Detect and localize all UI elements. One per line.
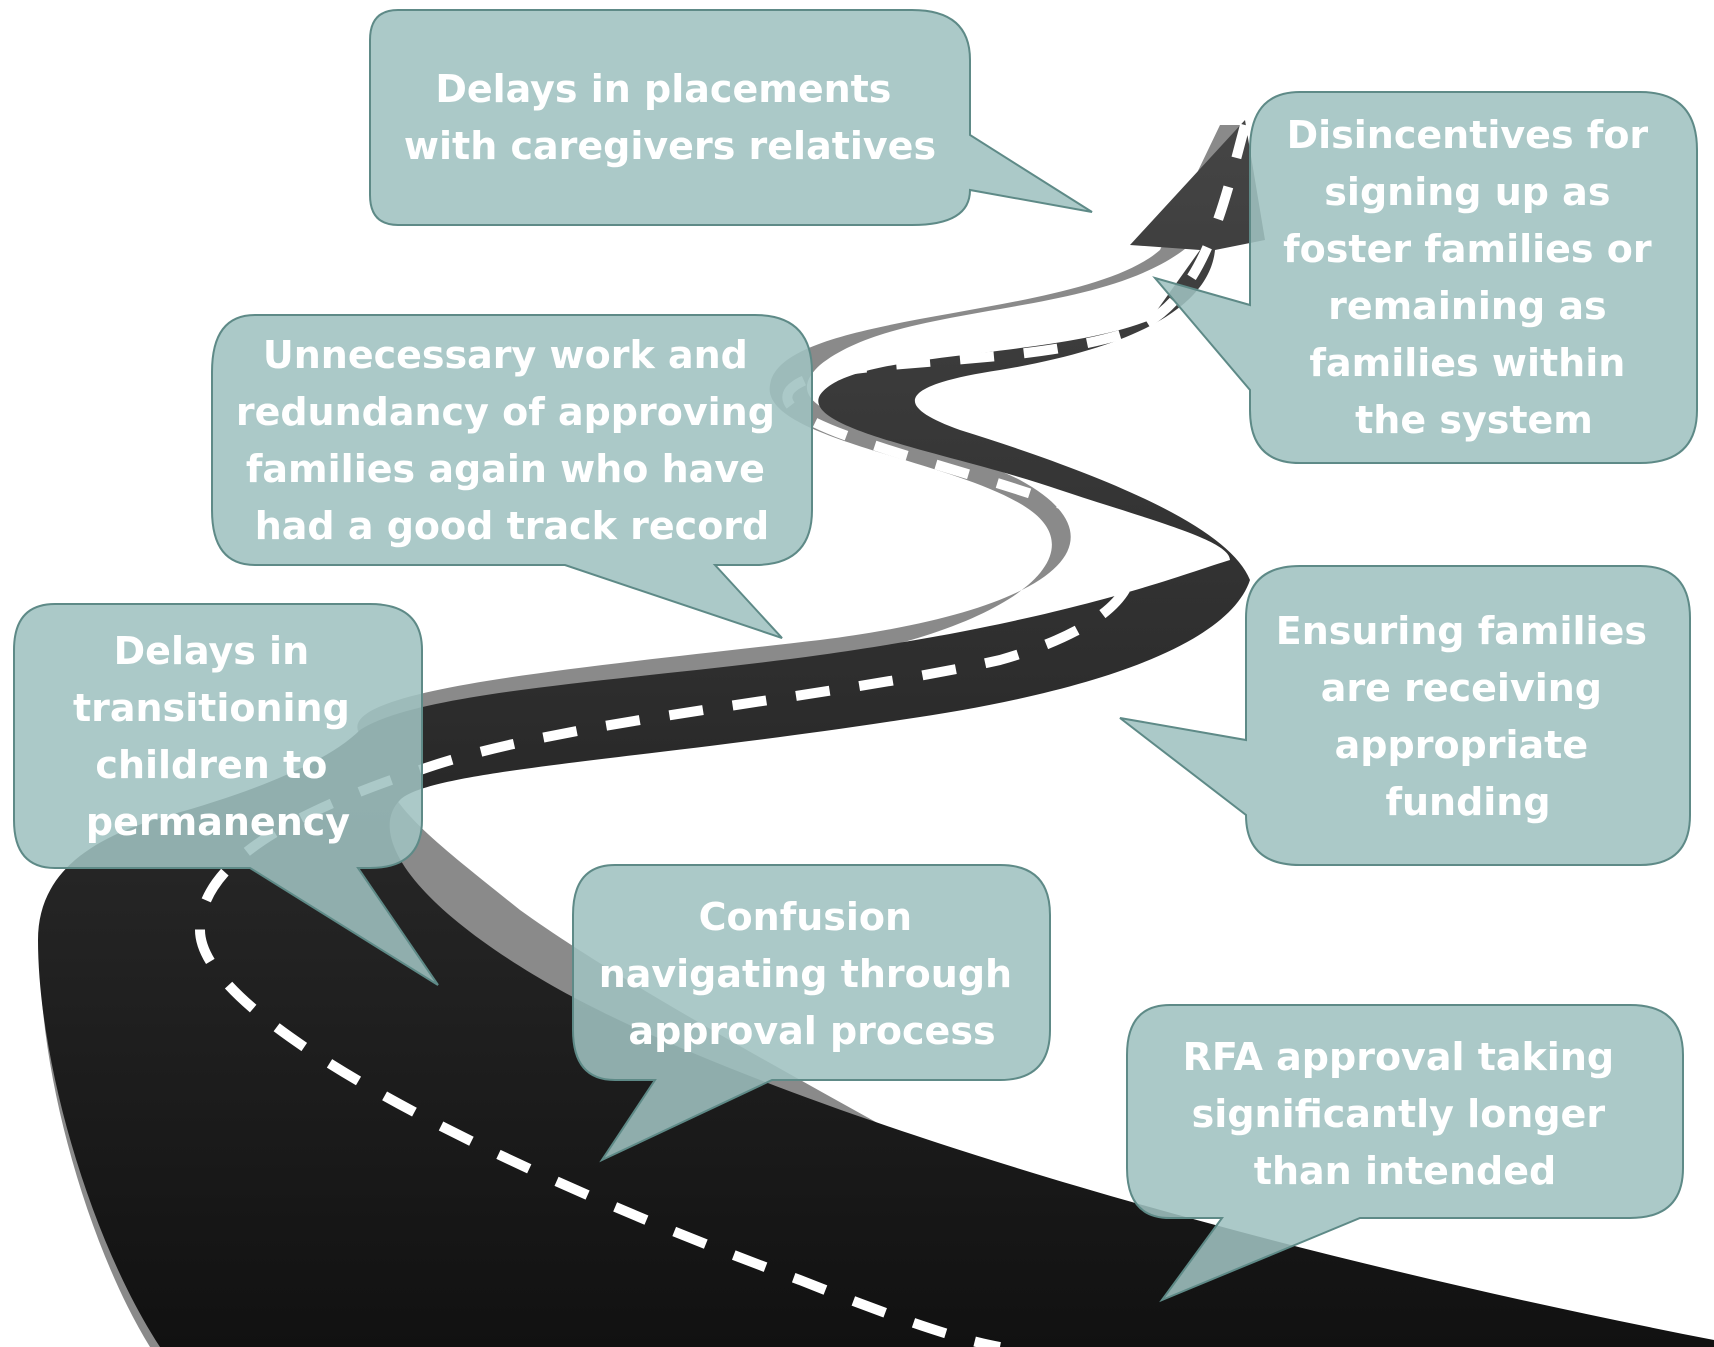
callout-line: children to bbox=[95, 743, 327, 787]
callout-delays-transitioning: Delays in transitioning children to perm… bbox=[13, 603, 439, 986]
callout-ensuring-funding: Ensuring families are receiving appropri… bbox=[1119, 565, 1691, 866]
callout-line: foster families or bbox=[1283, 227, 1652, 271]
callout-line: funding bbox=[1385, 780, 1550, 824]
callout-line: signing up as bbox=[1324, 170, 1610, 214]
callout-line: transitioning bbox=[73, 686, 350, 730]
callout-line: Unnecessary work and bbox=[263, 333, 748, 377]
callout-delays-placements: Delays in placements with caregivers rel… bbox=[369, 9, 1093, 226]
callout-line: than intended bbox=[1254, 1149, 1556, 1193]
callout-text: Delays in placements with caregivers rel… bbox=[404, 67, 936, 168]
callout-text: Disincentives for signing up as foster f… bbox=[1283, 113, 1665, 442]
road-centerline bbox=[194, 123, 1250, 1347]
callout-text: RFA approval taking significantly longer… bbox=[1183, 1035, 1628, 1193]
callout-text: Ensuring families are receiving appropri… bbox=[1276, 609, 1660, 824]
callout-confusion: Confusion navigating through approval pr… bbox=[572, 864, 1051, 1163]
callout-line: Confusion bbox=[699, 895, 912, 939]
callout-rfa-approval: RFA approval taking significantly longer… bbox=[1126, 1004, 1684, 1303]
callout-unnecessary-work: Unnecessary work and redundancy of appro… bbox=[211, 314, 813, 639]
callout-bubble bbox=[369, 9, 1093, 226]
callout-line: Ensuring families bbox=[1276, 609, 1647, 653]
callout-disincentives: Disincentives for signing up as foster f… bbox=[1152, 91, 1698, 464]
road-surface bbox=[38, 120, 1714, 1347]
callout-line: remaining as bbox=[1328, 284, 1607, 328]
callout-line: with caregivers relatives bbox=[404, 124, 936, 168]
callout-text: Confusion navigating through approval pr… bbox=[599, 895, 1026, 1053]
callout-bubble bbox=[572, 864, 1051, 1163]
callout-line: had a good track record bbox=[255, 504, 770, 548]
callout-line: Delays in bbox=[114, 629, 310, 673]
callout-line: navigating through bbox=[599, 952, 1012, 996]
callout-line: appropriate bbox=[1335, 723, 1588, 767]
callout-line: Delays in placements bbox=[435, 67, 891, 111]
callout-line: significantly longer bbox=[1192, 1092, 1606, 1136]
callout-line: the system bbox=[1355, 398, 1593, 442]
callout-line: approval process bbox=[628, 1009, 995, 1053]
callout-line: permanency bbox=[86, 800, 350, 844]
callout-bubble bbox=[1126, 1004, 1684, 1303]
callout-line: redundancy of approving bbox=[236, 390, 775, 434]
callout-line: families within bbox=[1309, 341, 1625, 385]
callout-line: families again who have bbox=[246, 447, 765, 491]
callout-bubble bbox=[1119, 565, 1691, 866]
callout-text: Delays in transitioning children to perm… bbox=[73, 629, 363, 844]
callout-bubble bbox=[211, 314, 813, 639]
callout-text: Unnecessary work and redundancy of appro… bbox=[236, 333, 788, 548]
callout-bubble bbox=[1152, 91, 1698, 464]
callout-line: RFA approval taking bbox=[1183, 1035, 1614, 1079]
callout-bubble bbox=[13, 603, 439, 986]
callout-line: Disincentives for bbox=[1287, 113, 1649, 157]
winding-road bbox=[38, 120, 1714, 1347]
callout-line: are receiving bbox=[1321, 666, 1602, 710]
